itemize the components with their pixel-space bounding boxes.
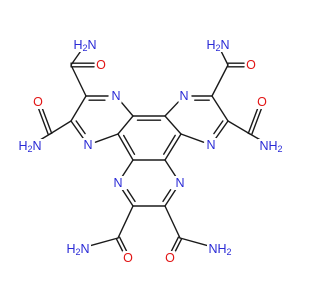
bond-c_tl_a-am1_c bbox=[70, 64, 87, 97]
atom-label-o: O bbox=[165, 251, 175, 265]
atom-label-o: O bbox=[123, 251, 133, 265]
bond-c_tr_b-n_tr_lo-a bbox=[214, 120, 229, 140]
atom-label-background bbox=[164, 251, 176, 265]
bond-layer bbox=[36, 50, 265, 254]
bond-n_tl_up-c2 bbox=[120, 101, 134, 117]
bond-am4_c-am4_o-b bbox=[247, 107, 259, 135]
atom-label-n: NH2 bbox=[208, 242, 231, 257]
atom-n_tl_up: N bbox=[110, 89, 122, 103]
bond-am4_c-am4_o-a bbox=[250, 108, 262, 136]
atom-am3_n: H2N bbox=[205, 38, 231, 53]
atom-label-o: O bbox=[96, 58, 106, 72]
bond-c6-c1-a bbox=[117, 133, 134, 161]
atom-n_b_r: N bbox=[174, 176, 186, 190]
atom-label-n: NH2 bbox=[259, 139, 282, 154]
bond-n_tr_lo-c4 bbox=[180, 133, 205, 143]
bond-n_b_l-c6 bbox=[121, 159, 134, 178]
atom-am3_o: O bbox=[245, 58, 257, 72]
atom-label-n: H2N bbox=[66, 242, 89, 257]
atom-label-background bbox=[122, 251, 134, 265]
bond-am6_c-am6_o-a bbox=[170, 236, 180, 252]
bond-c_tl_b-c_tl_a bbox=[70, 95, 87, 122]
atom-am5_o: O bbox=[122, 251, 134, 265]
atom-label-n: N bbox=[179, 89, 188, 103]
bond-c_b_a-n_b_l-a bbox=[121, 188, 134, 207]
atom-label-background bbox=[207, 242, 233, 256]
bond-am5_c-am5_o-a bbox=[115, 238, 125, 254]
atom-label-background bbox=[17, 139, 43, 153]
bond-c5-n_b_r bbox=[164, 159, 177, 178]
bond-c4-c5-a bbox=[164, 133, 182, 161]
atom-am4_n: NH2 bbox=[258, 139, 284, 154]
atom-am5_n: H2N bbox=[65, 242, 91, 257]
atom-n_tl_lo: N bbox=[82, 138, 94, 152]
bond-c_b_a-am5_c bbox=[117, 205, 134, 239]
bond-c1-n_tl_lo bbox=[94, 133, 119, 143]
atom-label-o: O bbox=[33, 95, 43, 109]
atom-am6_o: O bbox=[164, 251, 176, 265]
atom-label-o: O bbox=[246, 58, 256, 72]
bond-n_tl_lo-c_tl_b-a bbox=[70, 120, 85, 140]
atom-label-background bbox=[258, 139, 284, 153]
atom-label-background bbox=[205, 138, 217, 152]
atom-am1_o: O bbox=[95, 58, 107, 72]
atom-label-n: N bbox=[175, 176, 184, 190]
bond-am5_c-am5_o-b bbox=[118, 236, 128, 252]
bond-c_tr_a-c_tr_b bbox=[211, 95, 229, 122]
atom-am2_o: O bbox=[32, 95, 44, 109]
bond-am1_c-am1_n bbox=[70, 50, 82, 66]
bond-am6_c-am6_o-b bbox=[173, 238, 183, 254]
atom-label-n: H2N bbox=[73, 38, 96, 53]
atom-label-n: N bbox=[206, 138, 215, 152]
bond-am3_c-am3_n bbox=[220, 51, 229, 66]
atom-am6_n: NH2 bbox=[207, 242, 233, 257]
atom-label-o: O bbox=[257, 95, 267, 109]
atom-label-background bbox=[95, 58, 107, 72]
atom-n_b_l: N bbox=[112, 176, 124, 190]
bond-c_tr_b-n_tr_lo-b bbox=[213, 120, 224, 135]
bond-c3-n_tr_up bbox=[164, 101, 180, 117]
atom-label-n: N bbox=[83, 138, 92, 152]
bond-c_tr_b-am4_c bbox=[227, 120, 251, 135]
bond-am2_c-am2_o-a bbox=[41, 107, 53, 135]
atom-label-background bbox=[65, 242, 91, 256]
bond-am6_c-am6_n bbox=[179, 237, 214, 248]
atom-label-background bbox=[112, 176, 124, 190]
bond-n_b_r-c_b_b-a bbox=[164, 188, 177, 207]
atom-am2_n: H2N bbox=[17, 139, 43, 154]
bond-c_b_a-n_b_l-b bbox=[126, 188, 136, 203]
atom-label-background bbox=[245, 58, 257, 72]
atom-label-n: N bbox=[113, 176, 122, 190]
bond-am2_c-am2_o-b bbox=[38, 108, 49, 136]
bond-c_b_b-am6_c bbox=[164, 205, 181, 239]
bond-c3-c4 bbox=[164, 115, 182, 135]
atom-label-background bbox=[174, 176, 186, 190]
atom-label-background bbox=[178, 89, 190, 103]
atom-label-background bbox=[82, 138, 94, 152]
atom-label-n: H2N bbox=[206, 38, 229, 53]
atom-am1_n: H2N bbox=[72, 38, 98, 53]
bond-am5_c-am5_n bbox=[84, 237, 119, 248]
atom-am4_o: O bbox=[256, 95, 268, 109]
bond-n_b_r-c_b_b-b bbox=[162, 188, 172, 203]
atom-label-n: N bbox=[111, 89, 120, 103]
bond-c_tr_a-am3_c bbox=[211, 64, 229, 97]
bond-c4-c5-b bbox=[162, 134, 176, 155]
atom-label-background bbox=[32, 95, 44, 109]
bond-c_tl_b-am2_c bbox=[49, 120, 72, 135]
bond-c6-c1-b bbox=[122, 134, 136, 156]
atom-n_tr_up: N bbox=[178, 89, 190, 103]
atom-label-background bbox=[110, 89, 122, 103]
atom-n_tr_lo: N bbox=[205, 138, 217, 152]
atom-label-n: H2N bbox=[18, 139, 41, 154]
bond-n_tl_lo-c_tl_b-b bbox=[75, 120, 86, 135]
atom-label-background bbox=[72, 38, 98, 52]
atom-label-background bbox=[205, 38, 231, 52]
atom-label-background bbox=[256, 95, 268, 109]
bond-c1-c2 bbox=[117, 115, 134, 135]
